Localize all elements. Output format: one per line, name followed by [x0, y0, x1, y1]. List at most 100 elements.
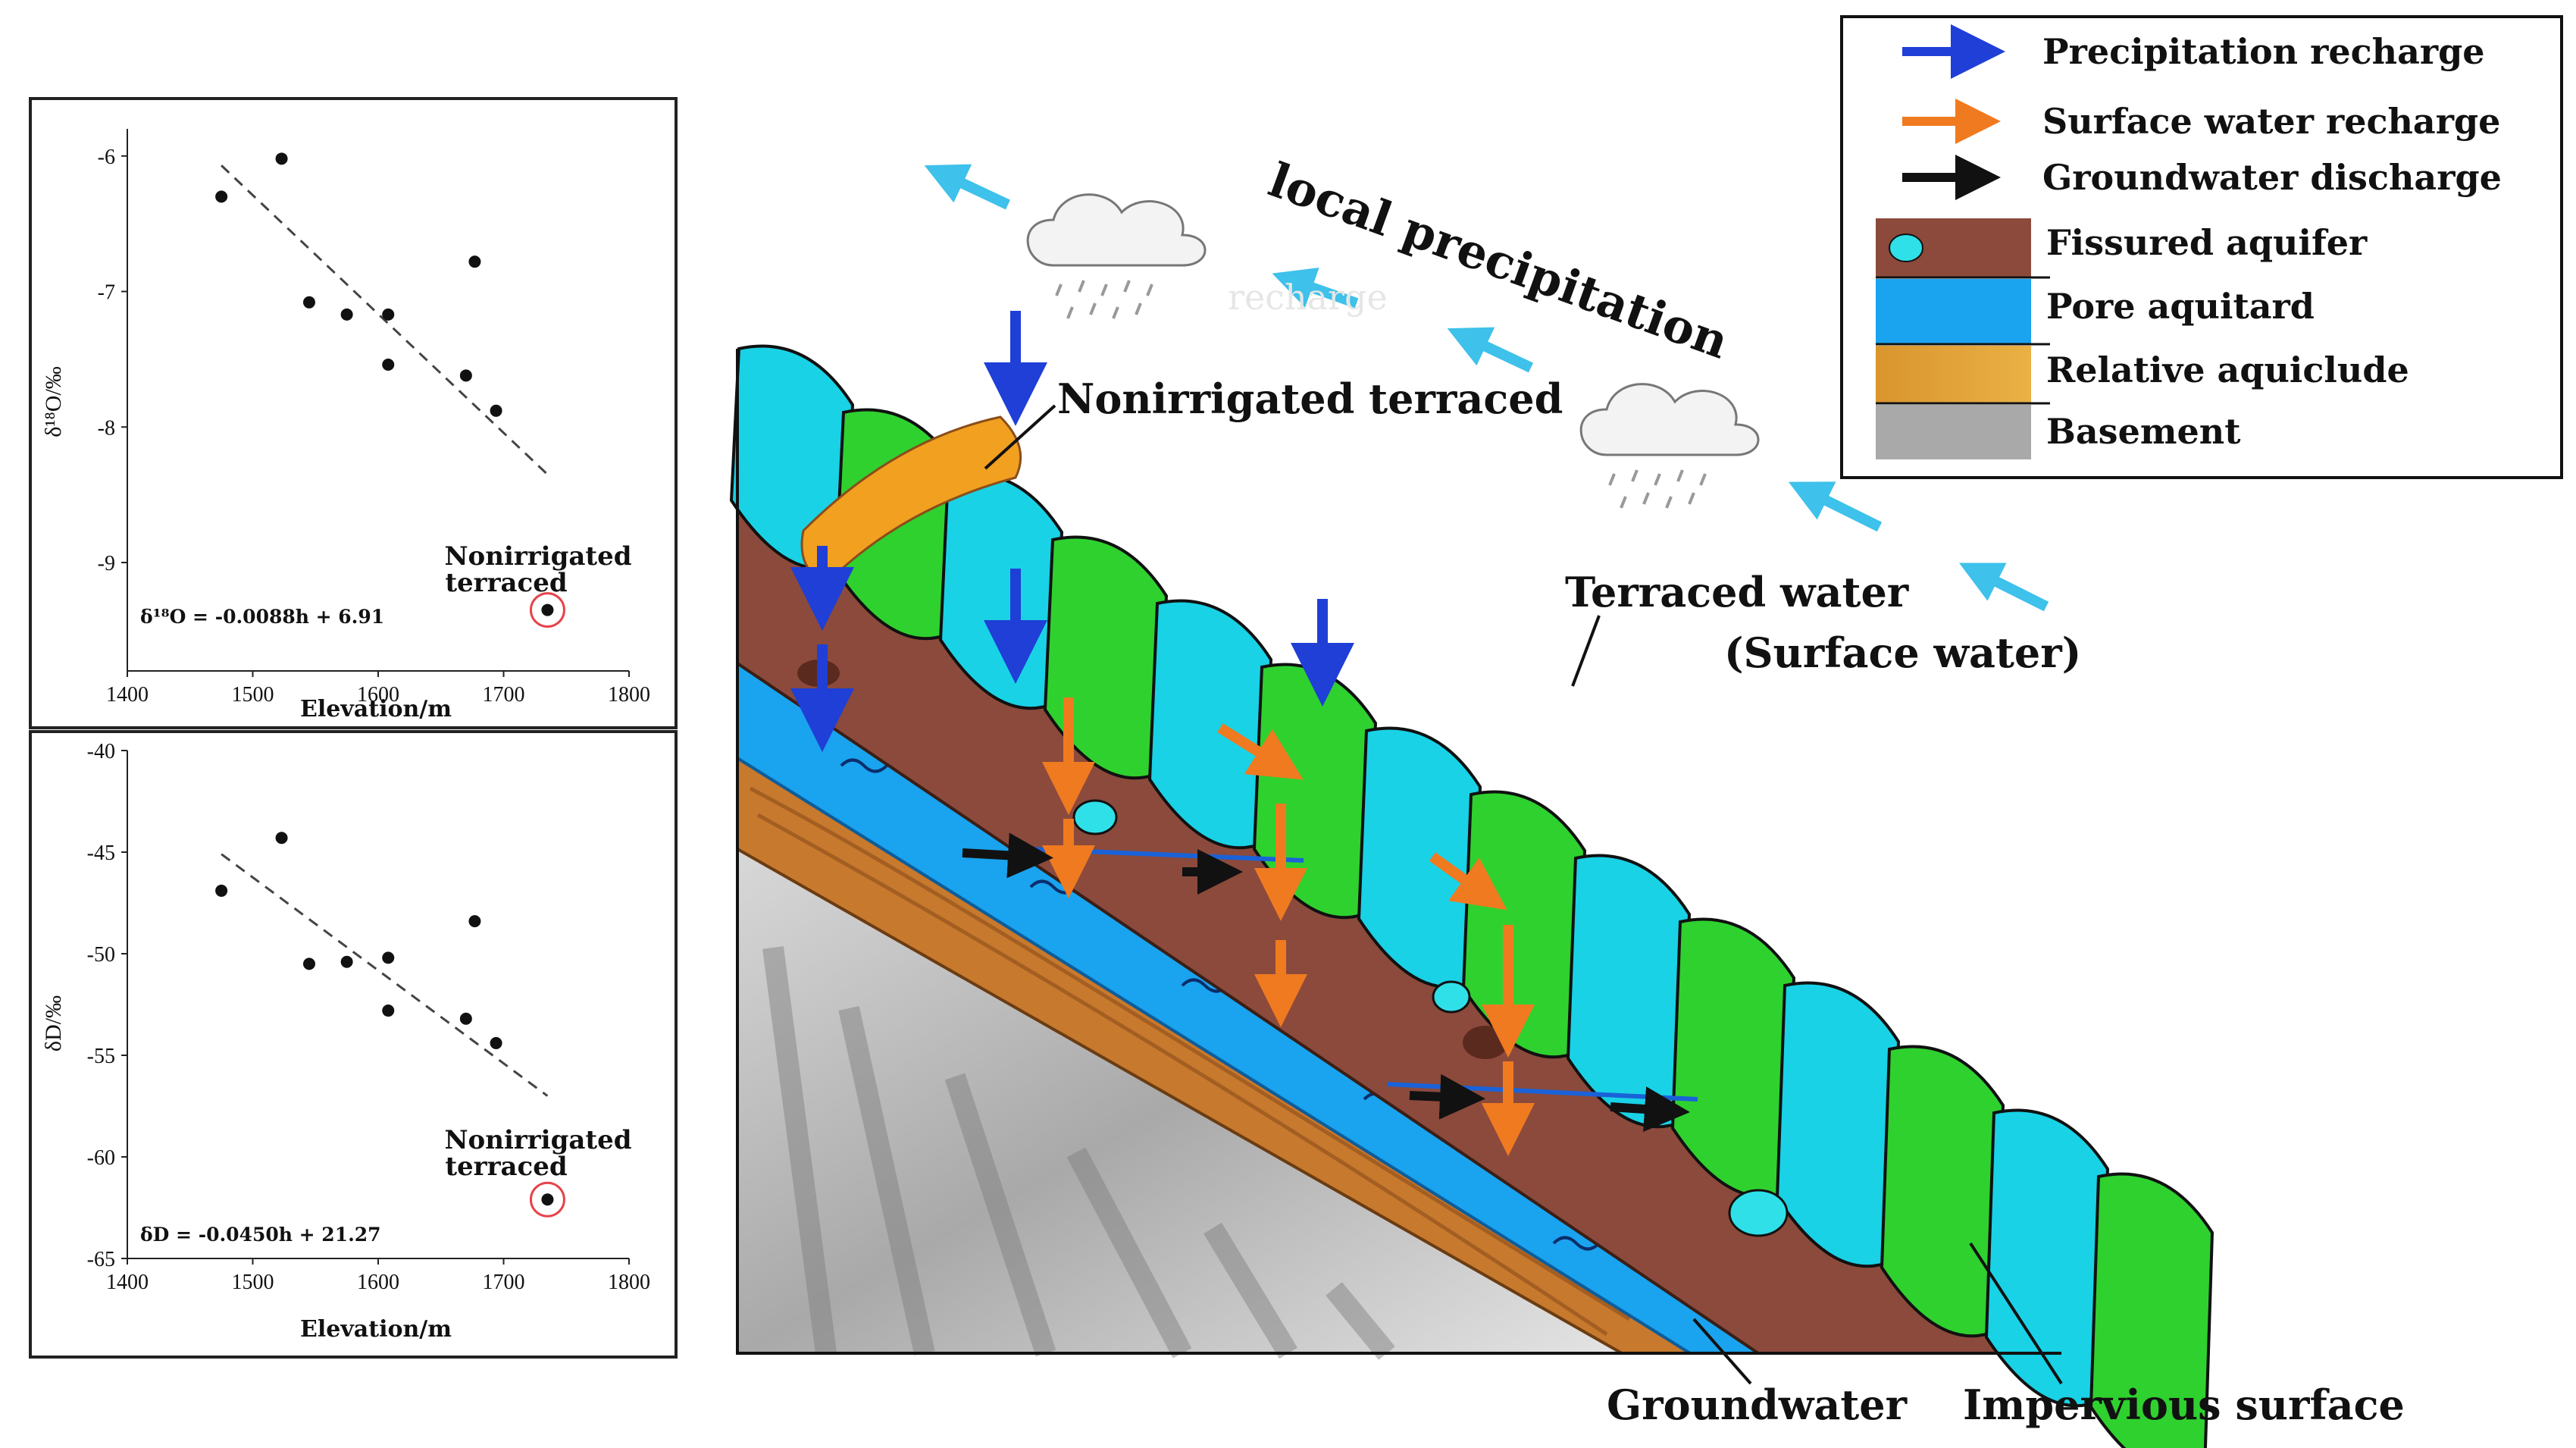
y-axis-label: δD/‰ — [41, 995, 66, 1052]
chart-frame — [29, 97, 678, 729]
impervious-leader — [1969, 1242, 2063, 1385]
data-point — [541, 603, 554, 616]
y-tick-label: -7 — [98, 281, 115, 305]
surface-water-arrow — [1429, 852, 1507, 910]
groundwater-discharge-arrow — [1409, 1073, 1485, 1120]
y-tick-label: -50 — [87, 943, 115, 967]
data-point — [275, 832, 288, 845]
annotation-line-1: Nonirrigated — [444, 541, 631, 572]
legend-label-surface-water: Surface water recharge — [2042, 101, 2500, 142]
annotation-line-2: terraced — [445, 568, 567, 598]
y-tick-label: -9 — [98, 552, 115, 575]
impervious-surface-label: Impervious surface — [1963, 1381, 2405, 1429]
terrace-step — [1880, 1045, 2005, 1338]
y-tick-label: -8 — [98, 416, 115, 440]
data-point — [382, 359, 395, 371]
groundwater-discharge-arrow — [1610, 1086, 1690, 1132]
surface-water-arrow — [1217, 723, 1304, 780]
data-point — [490, 1036, 502, 1049]
y-tick-label: -65 — [87, 1248, 115, 1271]
data-point — [302, 296, 315, 309]
data-point — [382, 308, 395, 321]
data-point — [541, 1193, 554, 1206]
data-point — [382, 951, 395, 964]
data-point — [215, 190, 228, 203]
x-tick-label: 1600 — [357, 683, 399, 707]
x-tick-label: 1500 — [232, 1271, 274, 1294]
basement-swatch — [1876, 405, 2031, 459]
terrace-step — [2089, 1172, 2214, 1448]
fissure-pocket — [1463, 1026, 1508, 1059]
terrace-cross-section — [729, 311, 2214, 1448]
fissure-pocket-icon — [1889, 233, 1923, 262]
legend-label-groundwater: Groundwater discharge — [2042, 157, 2502, 198]
legend-label-pore: Pore aquitard — [2046, 286, 2315, 327]
section-frame — [736, 349, 2061, 1355]
data-point — [468, 255, 481, 268]
x-tick-label: 1700 — [483, 683, 525, 707]
trend-line — [221, 853, 549, 1097]
terraced-water-label: Terraced water — [1565, 568, 1909, 616]
data-point — [302, 957, 315, 970]
data-point — [459, 1012, 472, 1025]
data-point — [275, 152, 288, 165]
aquiclude-texture — [749, 786, 1631, 1337]
nonirrigated-label: Nonirrigated terraced — [1057, 375, 1563, 423]
data-point — [382, 1005, 395, 1017]
y-tick-label: -45 — [87, 842, 115, 865]
nonirrigated-leader — [984, 404, 1056, 470]
legend-label-precipitation: Precipitation recharge — [2042, 31, 2485, 72]
x-tick-label: 1500 — [232, 683, 274, 707]
legend-label-fissured: Fissured aquifer — [2046, 222, 2368, 263]
legend-label-basement: Basement — [2046, 411, 2241, 452]
local-precipitation-label: local precipitation — [1262, 152, 1736, 369]
x-tick-label: 1400 — [106, 683, 149, 707]
rain-cloud-icon — [1026, 193, 1207, 319]
data-point — [215, 884, 228, 897]
data-point — [459, 369, 472, 382]
x-axis-label: Elevation/m — [300, 1316, 452, 1343]
chart-axes: -6 -7 -8 -9 1400 1500 1600 1700 1800 — [98, 129, 650, 707]
y-tick-label: -40 — [87, 740, 115, 763]
chart-marks — [215, 832, 565, 1218]
terrace-step — [1775, 981, 1901, 1268]
legend-label-aquiclude: Relative aquiclude — [2046, 349, 2409, 390]
x-tick-label: 1800 — [608, 683, 650, 707]
aquiclude-swatch — [1876, 346, 2031, 403]
y-tick-label: -60 — [87, 1146, 115, 1170]
swatch-dividers — [1876, 276, 2050, 405]
highlight-circle — [529, 592, 565, 628]
annotation-line-1: Nonirrigated — [444, 1125, 631, 1155]
x-tick-label: 1400 — [106, 1271, 149, 1294]
chart-marks — [215, 152, 565, 628]
equation-label: δD = -0.0450h + 21.27 — [140, 1224, 381, 1246]
equation-label: δ¹⁸O = -0.0088h + 6.91 — [140, 606, 384, 628]
highlight-circle — [529, 1181, 565, 1218]
y-axis-label: δ¹⁸O/‰ — [41, 366, 66, 437]
faint-background-text: recharge — [1228, 277, 1388, 318]
data-point — [340, 955, 353, 968]
rain-cloud-icon — [1579, 383, 1760, 509]
fissure-pocket — [1728, 1189, 1789, 1237]
legend: Precipitation recharge Surface water rec… — [1840, 15, 2563, 479]
terraces — [729, 344, 2214, 1448]
atmospheric-flow-arrows — [924, 164, 2049, 612]
y-tick-label: -55 — [87, 1045, 115, 1068]
trend-line — [221, 165, 549, 475]
basement-streaks — [762, 946, 1395, 1360]
terraced-water-leader — [1571, 615, 1601, 687]
x-tick-label: 1700 — [483, 1271, 525, 1294]
pore-aquitard-swatch — [1876, 279, 2031, 344]
annotation-line-2: terraced — [445, 1152, 567, 1182]
surface-water-label: (Surface water) — [1724, 628, 2081, 677]
data-point — [490, 404, 502, 417]
data-point — [468, 915, 481, 928]
fissure-pocket — [1432, 980, 1471, 1014]
groundwater-label: Groundwater — [1607, 1381, 1908, 1429]
x-tick-label: 1800 — [608, 1271, 650, 1294]
y-tick-label: -6 — [98, 146, 115, 169]
